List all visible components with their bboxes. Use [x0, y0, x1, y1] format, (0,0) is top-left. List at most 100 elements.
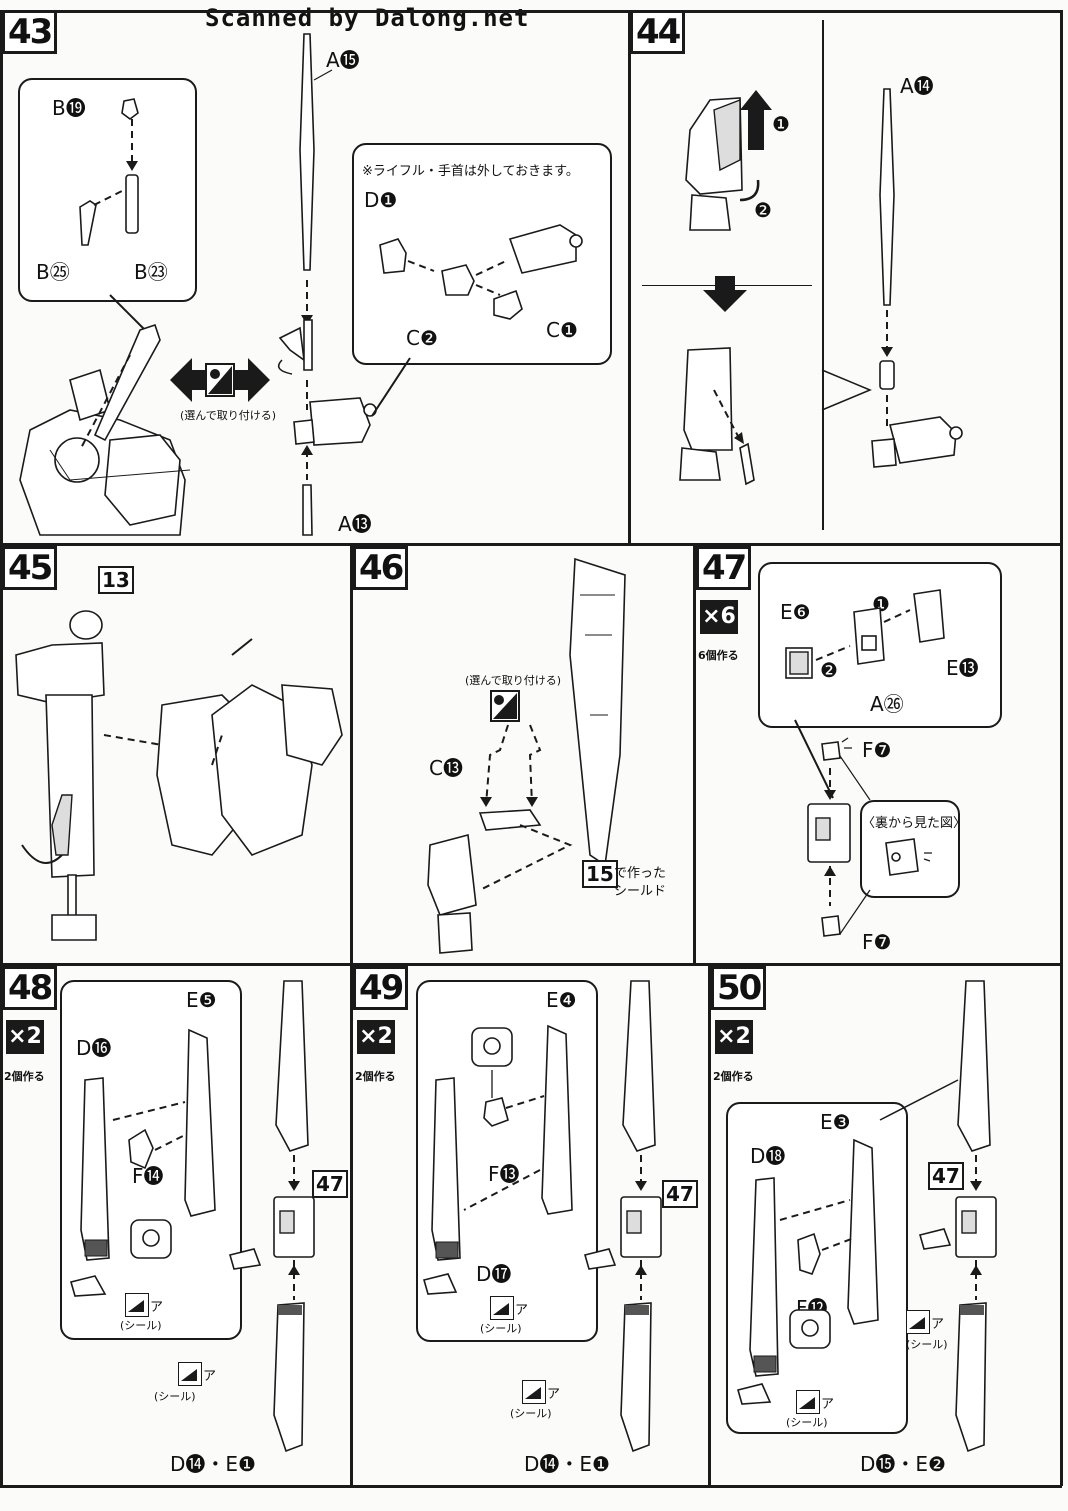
seal-caption: (シール)	[480, 1322, 522, 1335]
part-label: A⓭	[338, 512, 372, 536]
part-label: A㉖	[870, 692, 904, 716]
quantity-note: 2個作る	[4, 1070, 45, 1083]
step-number: 50	[711, 966, 767, 1010]
part-label: D⓲	[750, 1144, 786, 1168]
part-label: D⓱	[476, 1262, 512, 1286]
part-label: B㉕	[36, 260, 70, 284]
part-label: A⓮	[900, 74, 934, 98]
part-label: E❺	[186, 988, 217, 1012]
part-label: D⓯・E❷	[860, 1452, 946, 1476]
sticker-icon	[125, 1293, 149, 1317]
rifle-illustration	[277, 33, 377, 536]
choose-icon	[490, 690, 520, 722]
part-label: A⓯	[326, 48, 360, 72]
part-label: D❶	[364, 188, 398, 212]
part-label: D⓮・E❶	[170, 1452, 256, 1476]
joint-parts-illustration	[785, 589, 945, 679]
bracket-pointer	[821, 369, 872, 411]
reference-caption: で作った	[614, 866, 667, 881]
step-reference: 47	[312, 1170, 348, 1198]
quantity-note: 2個作る	[713, 1070, 754, 1083]
step-reference: 47	[928, 1162, 964, 1190]
sticker-label: ア	[203, 1369, 217, 1384]
divider	[693, 543, 696, 964]
divider	[1060, 10, 1063, 1486]
joint-assembly-illustration	[807, 737, 852, 937]
callout-box	[18, 78, 197, 302]
part-label: F⓮	[132, 1164, 164, 1188]
reference-caption: シールド	[614, 884, 667, 899]
seal-caption: (シール)	[786, 1416, 828, 1429]
callout-pointer	[794, 719, 834, 799]
down-arrow-icon	[703, 276, 747, 312]
arm-illustration-bottom	[679, 347, 755, 486]
step-reference: 13	[98, 566, 134, 594]
step-marker: ❷	[754, 198, 772, 222]
callout-pointer	[371, 357, 411, 417]
divider	[0, 543, 1062, 546]
back-view-caption: 〈裏から見た図〉	[862, 816, 967, 831]
part-label: E❸	[820, 1110, 851, 1134]
quantity-note: 2個作る	[355, 1070, 396, 1083]
quantity-badge: ×6	[700, 600, 738, 634]
rod-illustration	[871, 88, 963, 468]
step-reference: 47	[662, 1180, 698, 1208]
divider	[0, 1485, 1062, 1488]
sticker-label: ア	[547, 1387, 561, 1402]
b-parts-illustration	[79, 98, 139, 246]
connector-lines	[839, 755, 871, 935]
part-label: E❻	[780, 600, 811, 624]
step-marker: ❷	[820, 658, 838, 682]
part-label: B㉓	[134, 260, 168, 284]
instruction-note: ※ライフル・手首は外しておきます。	[362, 164, 579, 179]
part-label: D⓮・E❶	[524, 1452, 610, 1476]
part-label: D⓰	[76, 1036, 112, 1060]
quantity-note: 6個作る	[698, 649, 739, 662]
step-number: 46	[353, 546, 409, 590]
wing-parts-illustration	[70, 1028, 216, 1297]
step-number: 47	[696, 546, 752, 590]
divider	[0, 963, 1062, 966]
divider	[0, 10, 3, 1486]
seal-caption: (シール)	[154, 1390, 196, 1403]
choose-caption: (選んで取り付ける)	[180, 409, 277, 422]
shield-illustration	[427, 557, 626, 954]
divider	[708, 963, 711, 1486]
seal-caption: (シール)	[906, 1338, 948, 1351]
sticker-icon	[906, 1310, 930, 1334]
wing-parts-illustration	[737, 1138, 879, 1405]
part-label: F❼	[862, 738, 892, 762]
sticker-icon	[178, 1362, 202, 1386]
part-label: B⓳	[52, 96, 86, 120]
sticker-icon	[490, 1296, 514, 1320]
hand-parts-illustration	[379, 224, 583, 320]
quantity-badge: ×2	[6, 1020, 44, 1054]
sticker-icon	[522, 1380, 546, 1404]
wing-assembly-illustration	[919, 980, 997, 1453]
wing-assembly-illustration	[229, 980, 315, 1453]
step-number: 45	[2, 546, 58, 590]
sticker-icon	[796, 1390, 820, 1414]
step-marker: ❶	[772, 112, 790, 136]
sticker-label: ア	[515, 1303, 529, 1318]
part-label: C❷	[406, 326, 438, 350]
back-view-illustration	[885, 838, 932, 876]
step-number: 44	[630, 10, 686, 54]
callout-pointer	[879, 1079, 959, 1121]
sticker-label: ア	[931, 1317, 945, 1332]
torso-illustration	[19, 323, 191, 536]
arm-illustration-top	[685, 90, 772, 231]
part-label: F❼	[862, 930, 892, 954]
quantity-badge: ×2	[357, 1020, 395, 1054]
step-number: 49	[353, 966, 409, 1010]
quantity-badge: ×2	[715, 1020, 753, 1054]
choose-caption: (選んで取り付ける)	[465, 674, 562, 687]
divider	[350, 963, 353, 1486]
wing-parts-illustration	[423, 1024, 573, 1295]
part-label: C❶	[546, 318, 578, 342]
sticker-label: ア	[821, 1397, 835, 1412]
wing-assembly-illustration	[584, 980, 662, 1453]
divider	[0, 10, 1062, 13]
choose-arrows-icon	[170, 358, 270, 402]
